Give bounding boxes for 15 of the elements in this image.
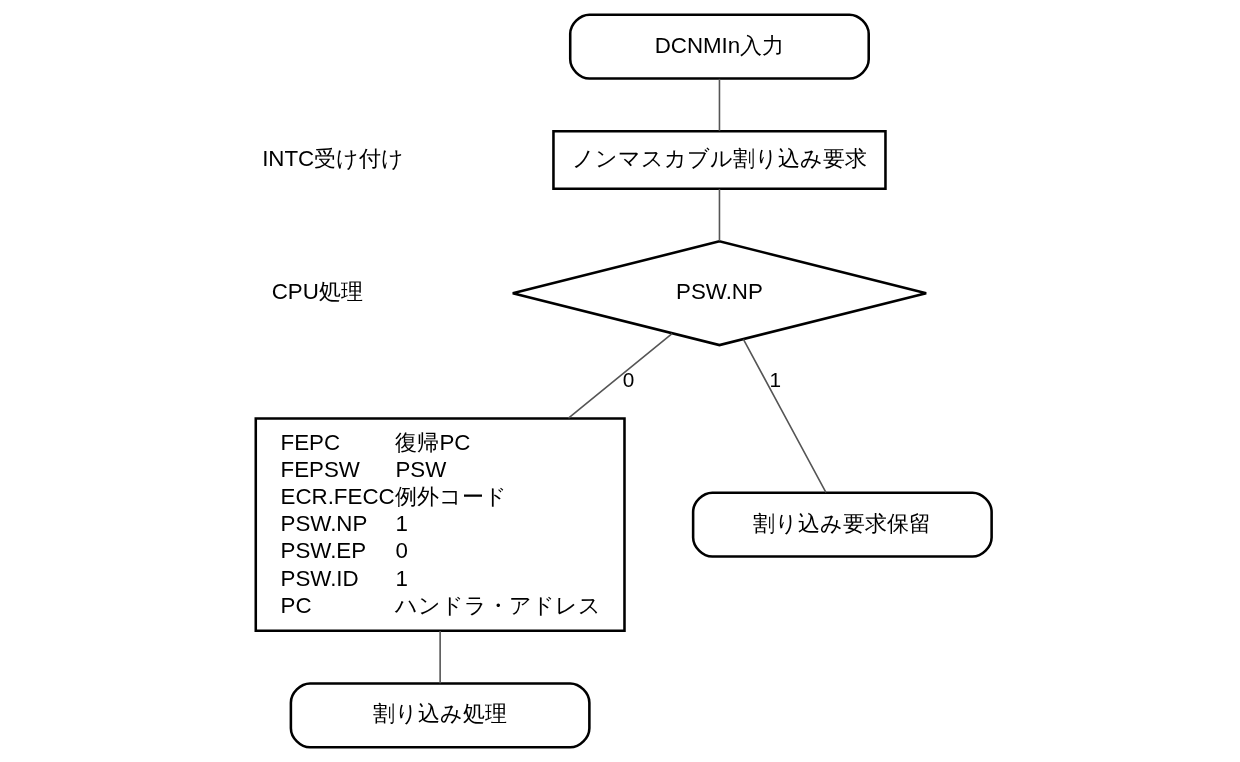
- node-box: ノンマスカブル割り込み要求: [551, 129, 887, 190]
- connector: [718, 188, 720, 242]
- node-box: 割り込み要求保留: [691, 491, 993, 558]
- edge-label: 1: [769, 368, 781, 392]
- connector: [718, 78, 720, 132]
- label: INTC受け付け: [261, 145, 404, 171]
- label: CPU処理: [271, 279, 363, 305]
- edge-label: 0: [622, 368, 634, 392]
- connector: [567, 332, 673, 419]
- node-diamond: PSW.NP: [511, 240, 927, 347]
- node-box: FEPC 復帰PC FEPSW PSW ECR.FECC例外コード PSW.NP 1 PSW.EP 0 PSW.ID 1 PC ハンドラ・アドレス: [254, 417, 626, 633]
- node-box: DCNMIn入力: [568, 13, 870, 80]
- connector: [742, 338, 827, 494]
- connector: [438, 630, 441, 685]
- node-box: 割り込み処理: [289, 682, 591, 749]
